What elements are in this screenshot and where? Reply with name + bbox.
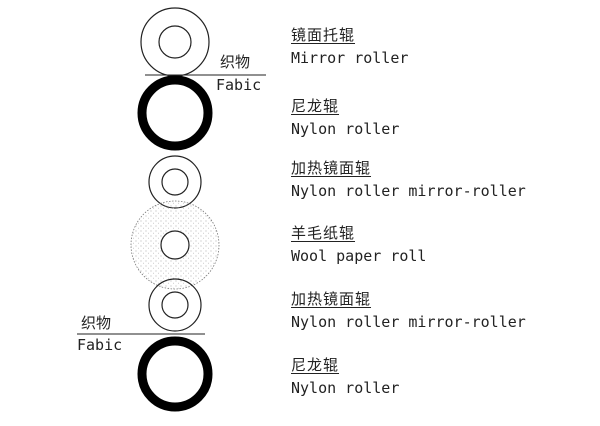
nylon-roller-upper bbox=[137, 75, 213, 151]
roller-label-en: Nylon roller bbox=[291, 379, 400, 397]
wool-paper-roller bbox=[130, 200, 220, 290]
fabric-label-upper-zh: 织物 bbox=[220, 53, 251, 71]
roller-label-en: Mirror roller bbox=[291, 49, 409, 67]
roller-label-en: Wool paper roll bbox=[291, 247, 427, 265]
fabric-label-lower-zh: 织物 bbox=[81, 314, 112, 332]
heated-mirror-roller-lower bbox=[148, 278, 202, 332]
nylon-roller-lower bbox=[137, 336, 213, 412]
fabric-label-upper-en: Fabic bbox=[216, 76, 262, 94]
roller-label-en: Nylon roller mirror-roller bbox=[291, 313, 526, 331]
roller-label-en: Nylon roller bbox=[291, 120, 400, 138]
roller-label-zh: 加热镜面辊 bbox=[291, 159, 372, 177]
fabric-label-lower-en: Fabic bbox=[77, 336, 123, 354]
roller-label-zh: 羊毛纸辊 bbox=[291, 224, 356, 242]
roller-label-en: Nylon roller mirror-roller bbox=[291, 182, 526, 200]
mirror-roller bbox=[140, 7, 210, 77]
roller-label-zh: 镜面托辊 bbox=[291, 26, 356, 44]
roller-label-zh: 尼龙辊 bbox=[291, 356, 340, 374]
heated-mirror-roller-upper bbox=[148, 155, 202, 209]
roller-label-zh: 尼龙辊 bbox=[291, 97, 340, 115]
roller-label-zh: 加热镜面辊 bbox=[291, 290, 372, 308]
